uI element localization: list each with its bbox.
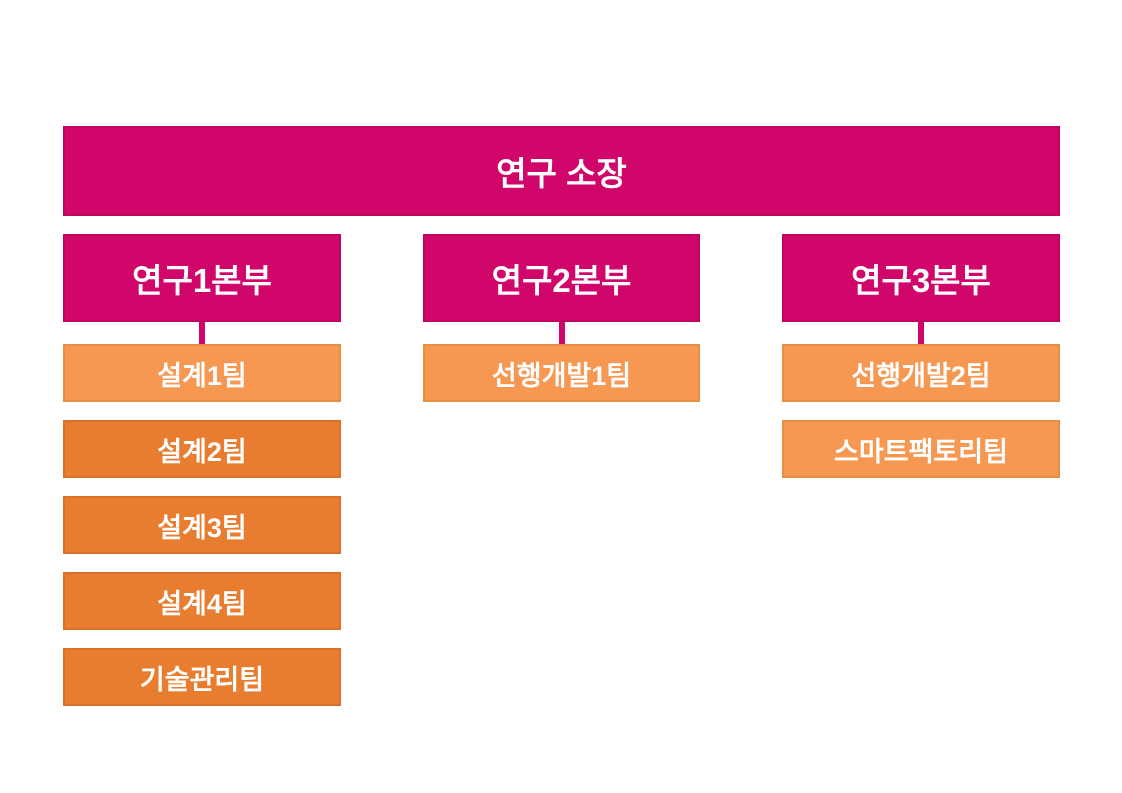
org-node-team: 설계4팀 bbox=[63, 572, 341, 630]
team-label: 설계1팀 bbox=[157, 360, 247, 391]
connector-line-division1 bbox=[199, 322, 205, 344]
team-label: 스마트팩토리팀 bbox=[834, 436, 1008, 467]
org-node-division1: 연구1본부 bbox=[63, 234, 341, 322]
team-list-division1: 설계1팀 설계2팀 설계3팀 설계4팀 기술관리팀 bbox=[63, 344, 341, 724]
org-node-team: 선행개발1팀 bbox=[423, 344, 700, 402]
team-list-division3: 선행개발2팀 스마트팩토리팀 bbox=[782, 344, 1060, 496]
team-label: 설계3팀 bbox=[157, 512, 247, 543]
org-node-team: 선행개발2팀 bbox=[782, 344, 1060, 402]
org-column-division3: 연구3본부 선행개발2팀 스마트팩토리팀 bbox=[782, 234, 1060, 793]
division1-label: 연구1본부 bbox=[132, 262, 272, 299]
connector-line-division2 bbox=[558, 322, 565, 344]
org-node-team: 스마트팩토리팀 bbox=[782, 420, 1060, 478]
team-list-division2: 선행개발1팀 bbox=[423, 344, 700, 420]
team-label: 선행개발1팀 bbox=[491, 360, 632, 391]
org-node-team: 기술관리팀 bbox=[63, 648, 341, 706]
org-node-division2: 연구2본부 bbox=[423, 234, 700, 322]
org-column-division2: 연구2본부 선행개발1팀 bbox=[423, 234, 700, 793]
org-node-director: 연구 소장 bbox=[63, 126, 1060, 216]
org-node-team: 설계3팀 bbox=[63, 496, 341, 554]
division3-label: 연구3본부 bbox=[851, 262, 991, 299]
division2-label: 연구2본부 bbox=[491, 262, 632, 299]
director-label: 연구 소장 bbox=[496, 155, 627, 192]
team-label: 설계2팀 bbox=[157, 436, 247, 467]
team-label: 기술관리팀 bbox=[139, 664, 265, 695]
connector-line-division3 bbox=[918, 322, 924, 344]
org-node-team: 설계1팀 bbox=[63, 344, 341, 402]
team-label: 선행개발2팀 bbox=[851, 360, 991, 391]
team-label: 설계4팀 bbox=[157, 588, 247, 619]
org-node-team: 설계2팀 bbox=[63, 420, 341, 478]
org-node-division3: 연구3본부 bbox=[782, 234, 1060, 322]
org-column-division1: 연구1본부 설계1팀 설계2팀 설계3팀 설계4팀 기술관리팀 bbox=[63, 234, 341, 793]
